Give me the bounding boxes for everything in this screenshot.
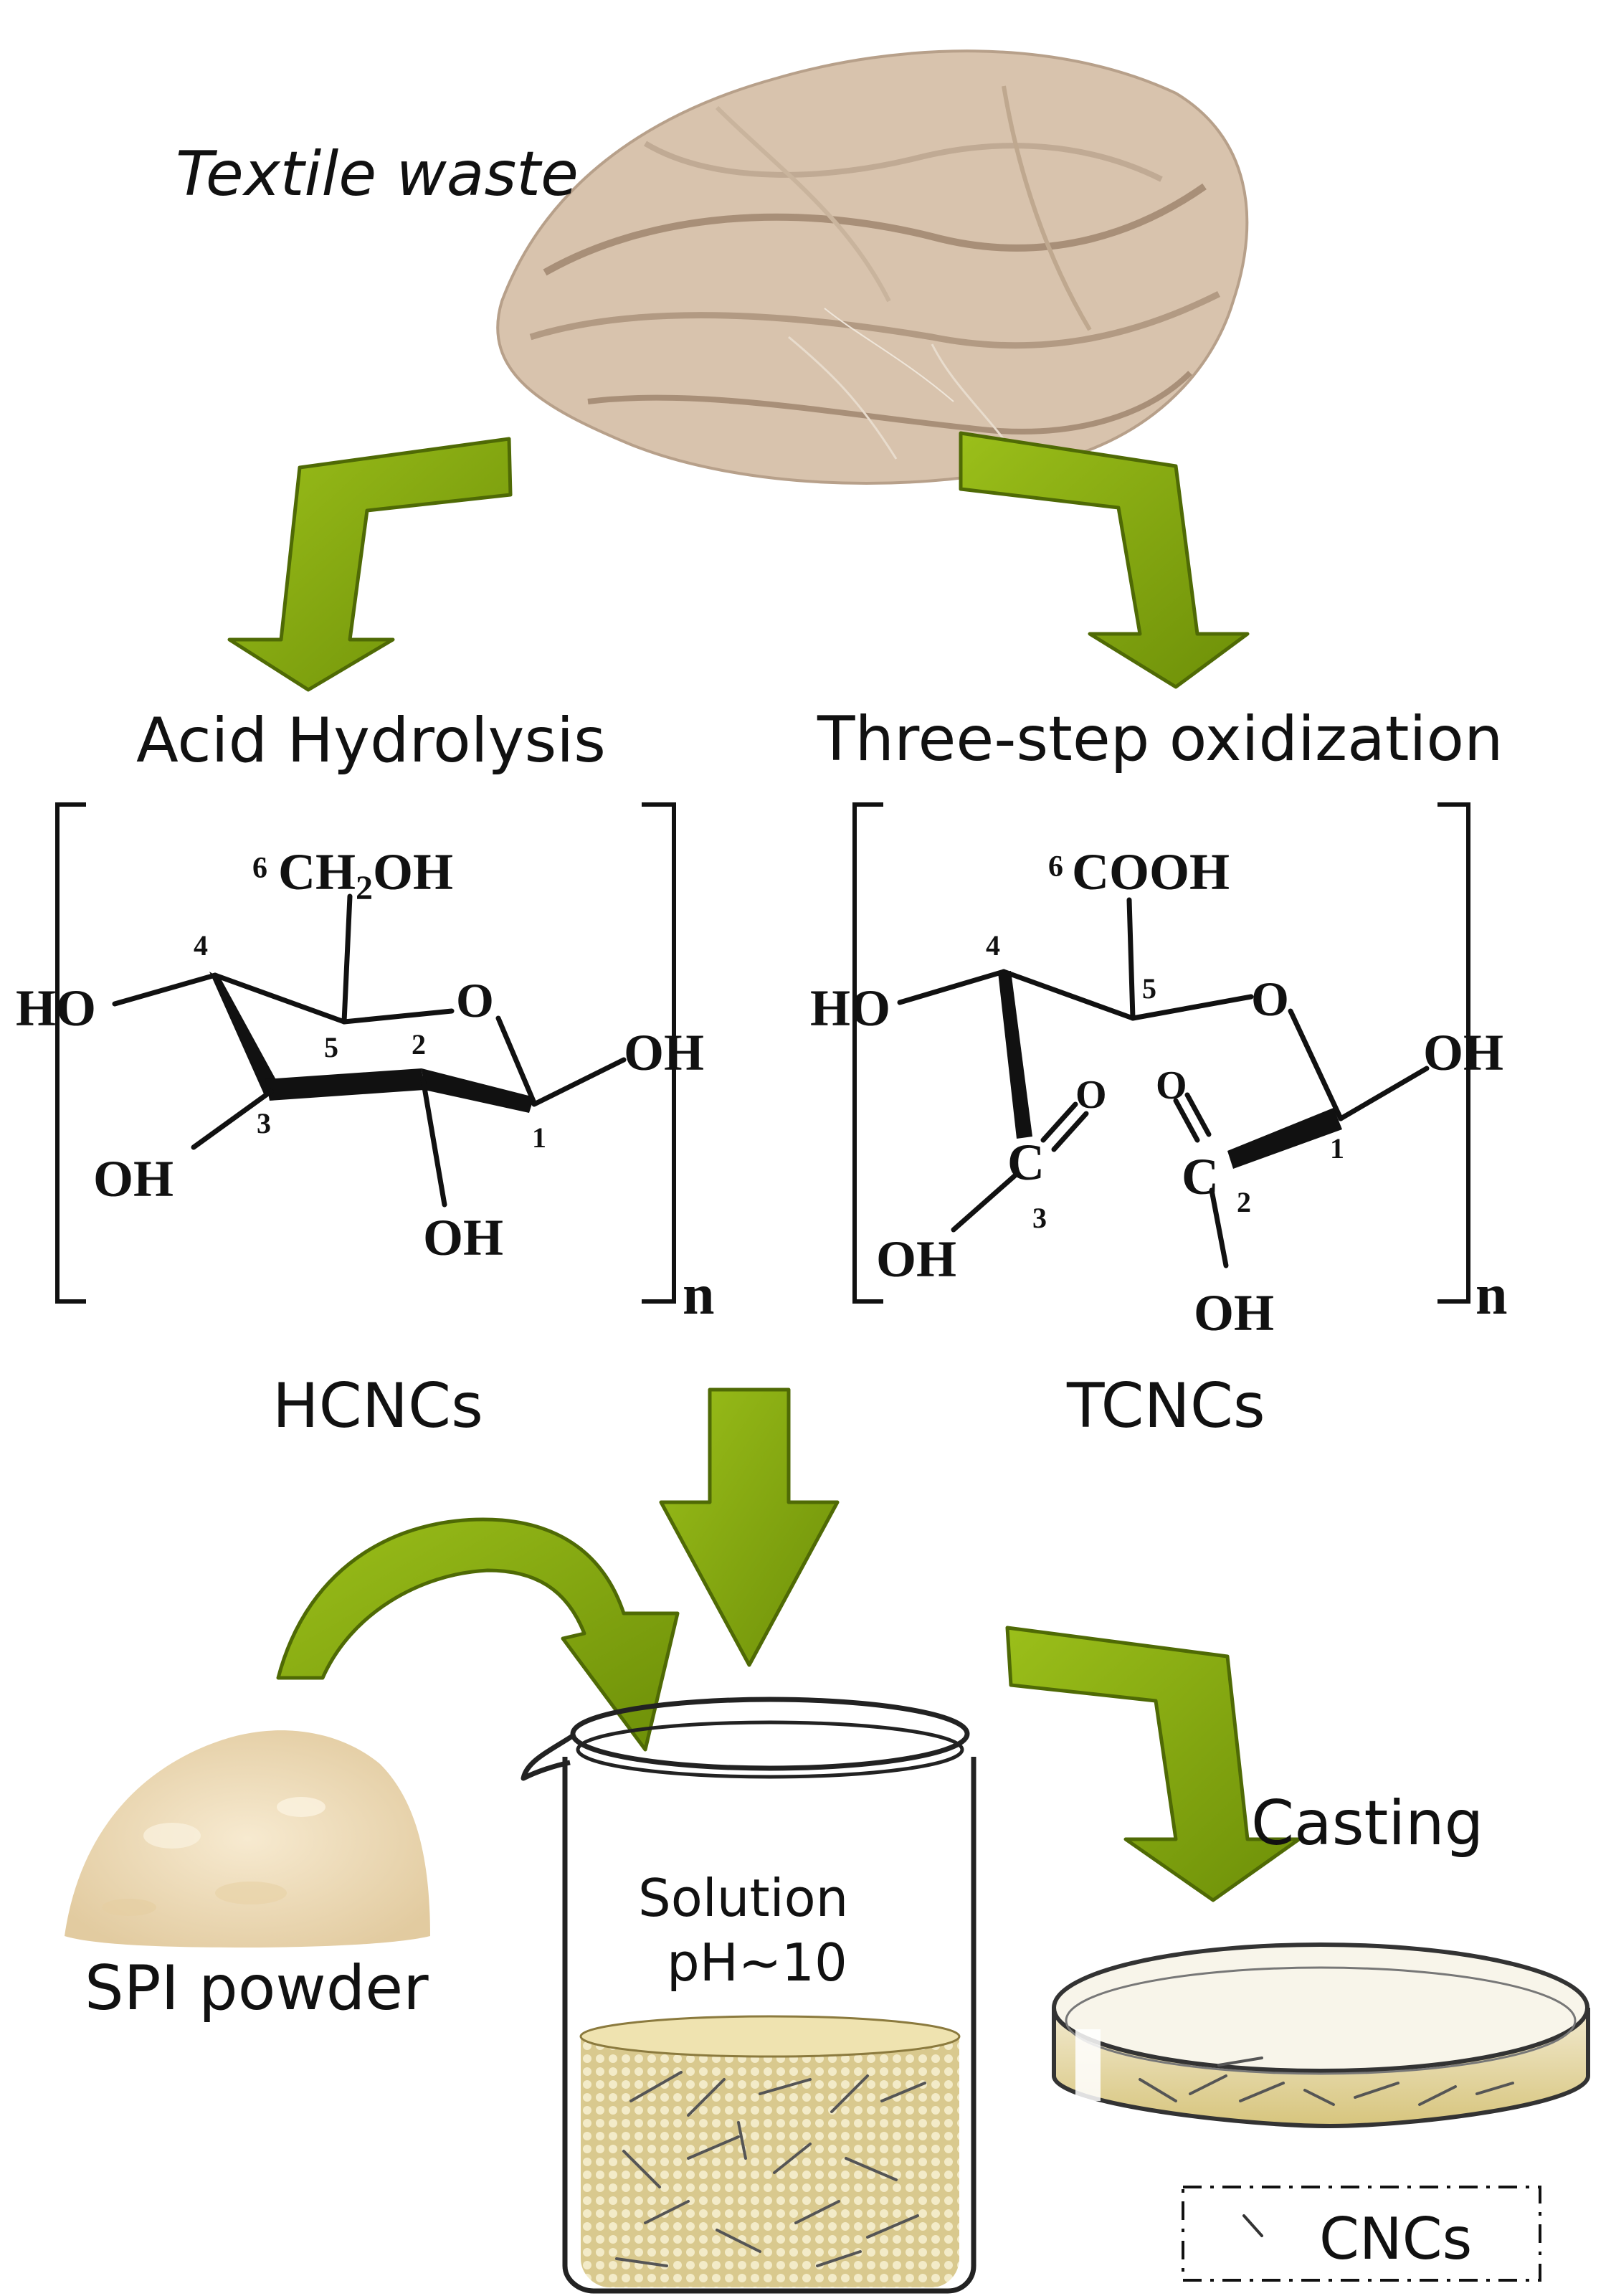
solution-label: Solution bbox=[638, 1868, 848, 1928]
hcnc-c4-number: 4 bbox=[194, 929, 208, 962]
tcnc-c3-oh: OH bbox=[876, 1230, 956, 1288]
cnc-rod-icon bbox=[1242, 2214, 1263, 2237]
arrow-spi-to-beaker bbox=[276, 1517, 680, 1752]
hcnc-ho-left: HO bbox=[16, 979, 96, 1037]
tcnc-repeat-n: n bbox=[1475, 1263, 1508, 1327]
hcnc-ring-oxygen: O bbox=[456, 973, 494, 1028]
hcnc-ch2oh: CH2OH bbox=[278, 843, 453, 907]
arrow-down-to-beaker bbox=[659, 1387, 840, 1667]
casting-label: Casting bbox=[1251, 1788, 1483, 1859]
hcnc-c3-number: 3 bbox=[257, 1107, 271, 1139]
tcnc-oh-right: OH bbox=[1423, 1024, 1503, 1081]
tcnc-c2-number: 2 bbox=[1237, 1186, 1251, 1218]
hcncs-label: HCNCs bbox=[272, 1370, 483, 1442]
hcnc-c6-number: 6 bbox=[252, 852, 267, 885]
petri-dish bbox=[1052, 1942, 1590, 2129]
ph-label: pH~10 bbox=[667, 1932, 847, 1993]
hcnc-structure: n 6 CH2OH O HO OH OH OH 1 2 3 4 5 bbox=[16, 802, 715, 1327]
tcncs-label: TCNCs bbox=[1066, 1370, 1265, 1442]
beaker bbox=[521, 1697, 976, 2294]
spi-powder-image bbox=[65, 1730, 430, 1948]
arrow-to-oxidization bbox=[959, 431, 1250, 689]
tcnc-c2-carbon: C bbox=[1182, 1148, 1219, 1205]
tcnc-left-bracket bbox=[852, 802, 883, 1304]
tcnc-c2-oxygen: O bbox=[1156, 1063, 1187, 1108]
tcnc-c5-number: 5 bbox=[1142, 972, 1156, 1005]
tcnc-c1-number: 1 bbox=[1330, 1132, 1344, 1164]
tcnc-ring-oxygen: O bbox=[1251, 972, 1289, 1026]
cncs-label: CNCs bbox=[1319, 2206, 1472, 2272]
hcnc-oh-c3: OH bbox=[93, 1150, 174, 1208]
tcnc-c2-oh: OH bbox=[1194, 1284, 1274, 1342]
hcnc-right-bracket bbox=[642, 802, 676, 1304]
hcnc-c1-number: 1 bbox=[532, 1121, 546, 1154]
tcnc-c3-number: 3 bbox=[1032, 1202, 1047, 1234]
tcnc-structure: n 6 COOH O HO OH C O OH C O OH 1 2 3 4 5 bbox=[810, 802, 1508, 1342]
tcnc-right-bracket bbox=[1437, 802, 1470, 1304]
tcnc-ho-left: HO bbox=[810, 979, 890, 1037]
cncs-legend: CNCs bbox=[1182, 2186, 1541, 2282]
tcnc-c3-carbon: C bbox=[1007, 1134, 1045, 1191]
hcnc-left-bracket bbox=[55, 802, 86, 1304]
hcnc-c5-number: 5 bbox=[324, 1031, 338, 1063]
textile-waste-label: Textile waste bbox=[176, 138, 579, 210]
hcnc-c2-number: 2 bbox=[412, 1028, 426, 1061]
tcnc-cooh: COOH bbox=[1072, 843, 1230, 901]
hcnc-oh-c2: OH bbox=[423, 1209, 503, 1266]
hcnc-repeat-n: n bbox=[683, 1263, 715, 1327]
textile-waste-image bbox=[496, 49, 1249, 485]
arrow-to-casting bbox=[1005, 1626, 1301, 1902]
tcnc-c3-oxygen: O bbox=[1075, 1073, 1107, 1117]
arrow-to-acid-hydrolysis bbox=[227, 437, 513, 692]
tcnc-c4-number: 4 bbox=[986, 929, 1000, 962]
tcnc-c6-number: 6 bbox=[1048, 850, 1063, 883]
three-step-oxidization-label: Three-step oxidization bbox=[817, 703, 1503, 775]
hcnc-oh-right: OH bbox=[624, 1024, 704, 1081]
acid-hydrolysis-label: Acid Hydrolysis bbox=[136, 705, 606, 777]
spi-powder-label: SPI powder bbox=[85, 1953, 429, 2024]
